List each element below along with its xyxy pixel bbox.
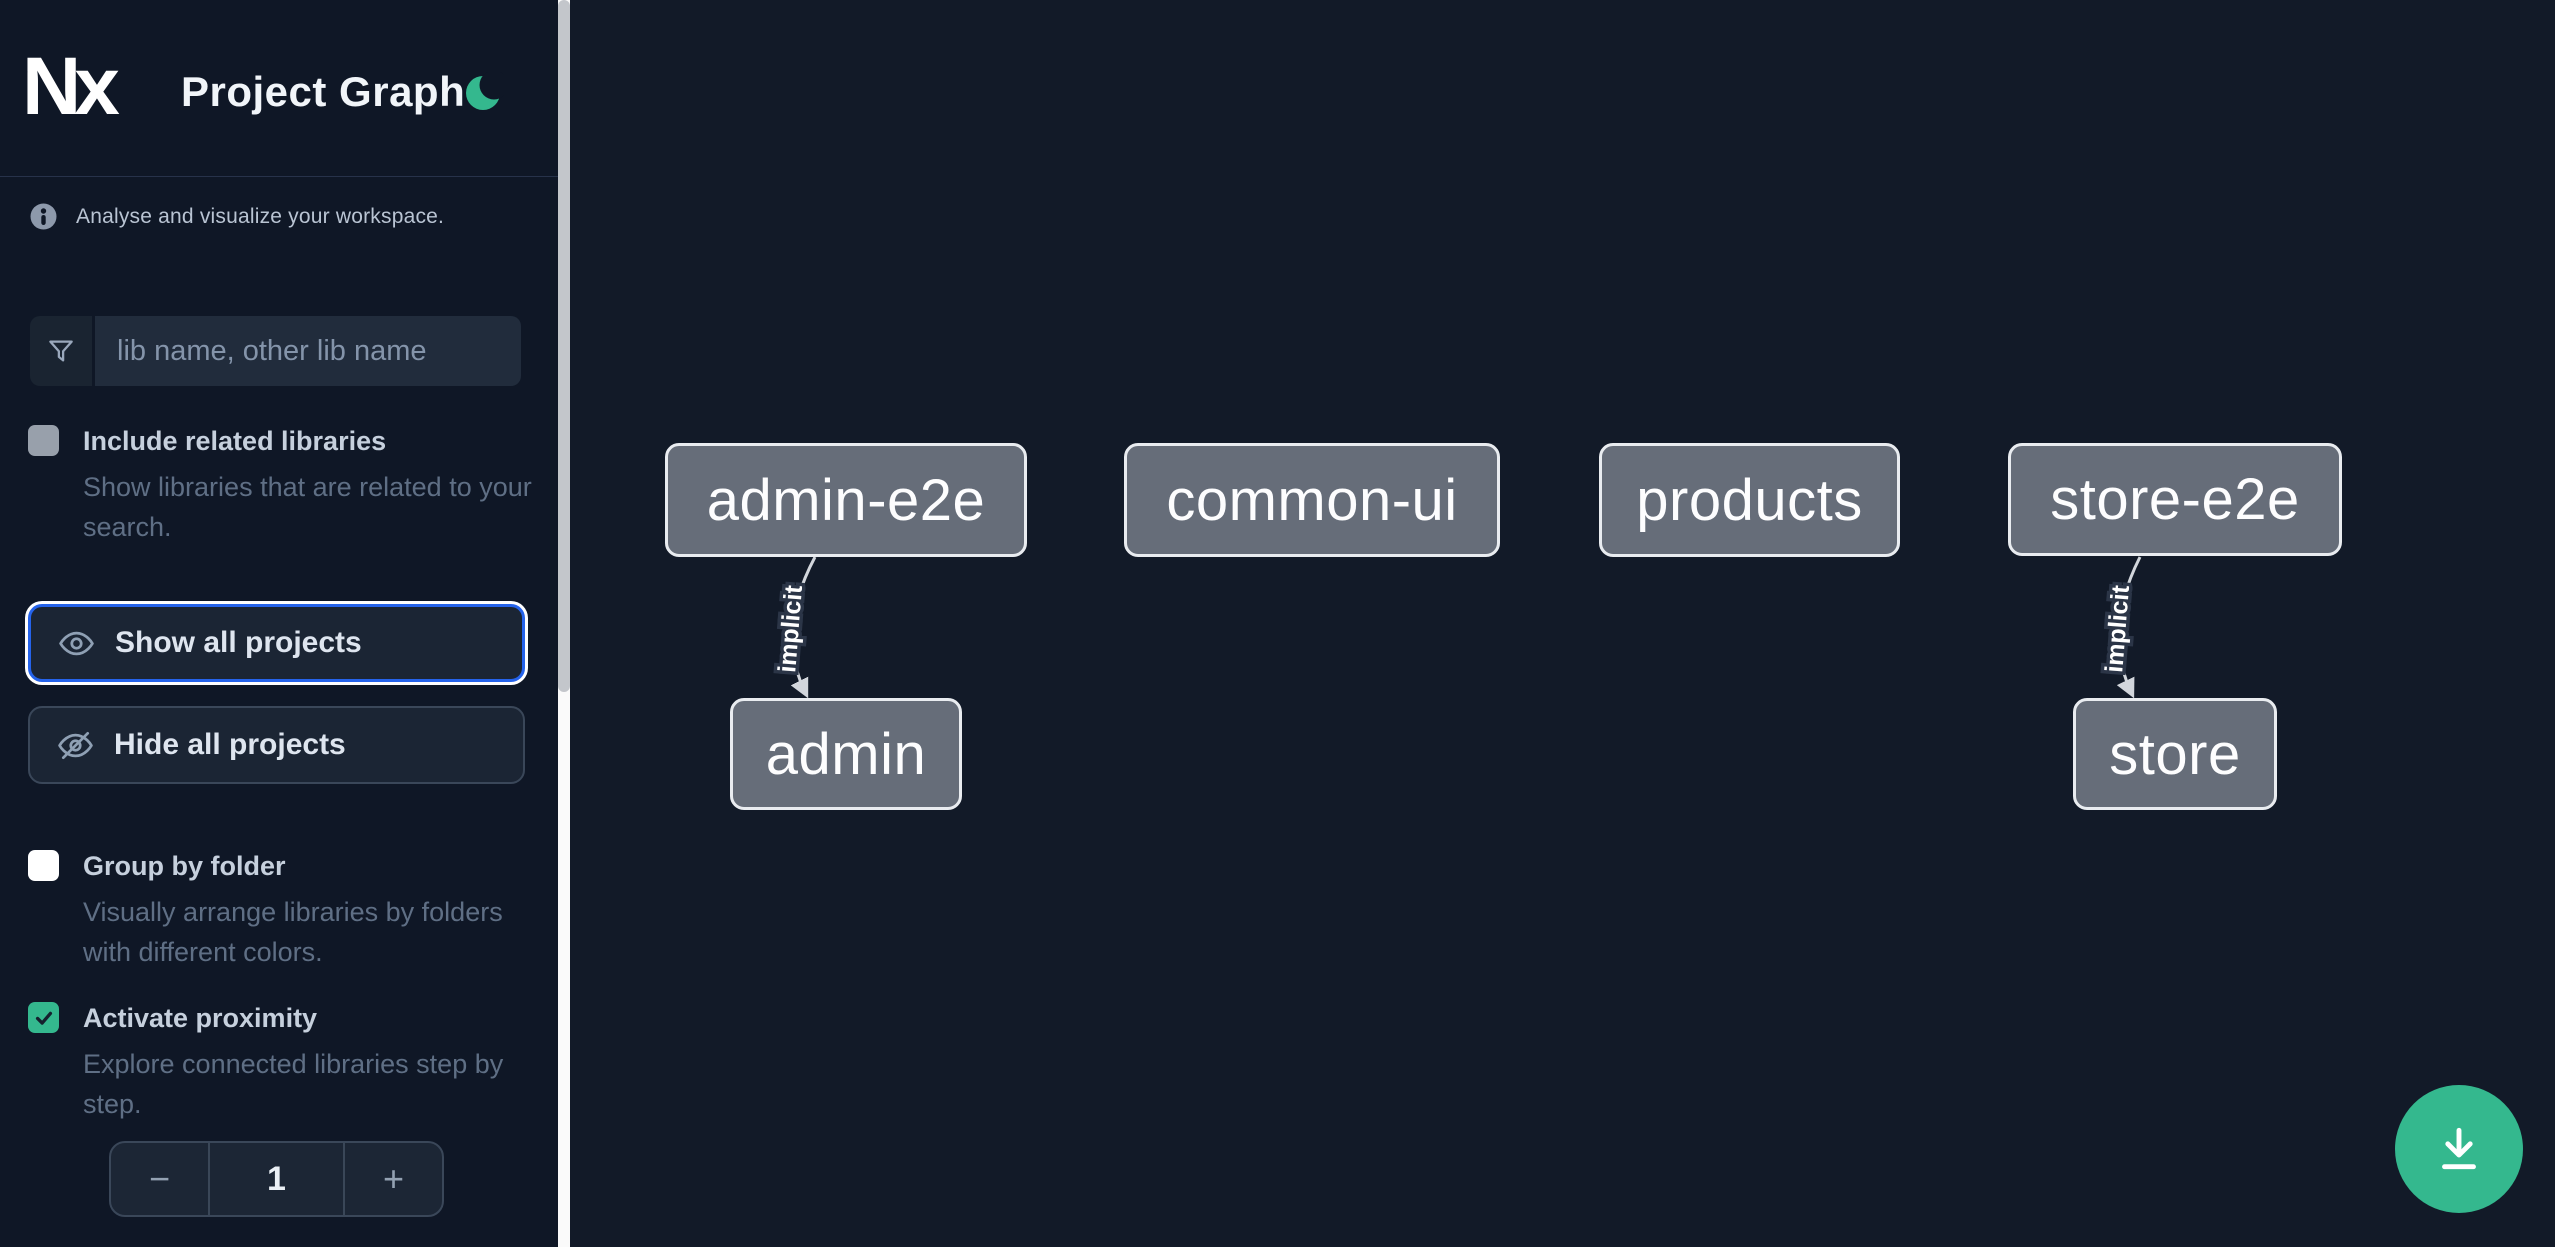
eye-slash-icon (58, 731, 93, 759)
option-description: Show libraries that are related to your … (83, 472, 532, 542)
graph-node-admin[interactable]: admin (730, 698, 962, 810)
nx-logo-icon: Nx (26, 50, 126, 126)
tagline-text: Analyse and visualize your workspace. (76, 204, 445, 228)
graph-node-store-e2e[interactable]: store-e2e (2008, 443, 2342, 556)
checkbox-group-by-folder[interactable] (28, 850, 59, 881)
show-all-projects-label: Show all projects (115, 626, 362, 659)
show-all-projects-button[interactable]: Show all projects (28, 604, 525, 682)
hide-all-projects-button[interactable]: Hide all projects (28, 706, 525, 784)
option-label: Group by folder (83, 851, 286, 881)
info-icon (30, 203, 57, 230)
proximity-depth-stepper: − 1 + (109, 1141, 444, 1217)
option-label: Include related libraries (83, 426, 387, 456)
graph-edges: implicit implicit (770, 556, 2142, 699)
dark-mode-moon-icon[interactable] (464, 72, 504, 112)
option-group-by-folder: Group by folder Visually arrange librari… (28, 849, 528, 972)
hide-all-projects-label: Hide all projects (114, 728, 346, 761)
decrement-button[interactable]: − (111, 1143, 208, 1215)
graph-node-common-ui[interactable]: common-ui (1124, 443, 1500, 557)
eye-icon (59, 631, 94, 655)
page-title: Project Graph (181, 68, 466, 115)
option-label: Activate proximity (83, 1003, 318, 1033)
sidebar-scrollbar-thumb[interactable] (558, 0, 570, 692)
graph-node-store[interactable]: store (2073, 698, 2277, 810)
proximity-depth-value: 1 (208, 1143, 345, 1215)
download-graph-button[interactable] (2395, 1085, 2523, 1213)
sidebar-header: Nx Project Graph (0, 0, 558, 177)
filter-input[interactable] (95, 316, 521, 386)
graph-canvas[interactable]: implicit implicit admin-e2e common-ui prod… (570, 0, 2555, 1247)
sidebar: Nx Project Graph Analyse and visualize y… (0, 0, 558, 1247)
edge-store-e2e-to-store (2116, 556, 2142, 699)
graph-node-products[interactable]: products (1599, 443, 1900, 557)
edge-label-implicit: implicit (2100, 584, 2135, 674)
option-activate-proximity: Activate proximity Explore connected lib… (28, 1001, 528, 1124)
graph-node-admin-e2e[interactable]: admin-e2e (665, 443, 1027, 557)
edge-label-implicit: implicit (773, 584, 808, 674)
download-icon (2442, 1127, 2476, 1170)
checkbox-activate-proximity[interactable] (28, 1002, 59, 1033)
funnel-icon (30, 316, 92, 386)
option-include-related-libraries: Include related libraries Show libraries… (28, 424, 532, 547)
sidebar-scrollbar-track[interactable] (558, 0, 570, 1247)
option-description: Visually arrange libraries by folders wi… (83, 897, 503, 967)
svg-text:Nx: Nx (26, 50, 119, 126)
tagline-row: Analyse and visualize your workspace. (30, 203, 444, 230)
checkbox-include-related-libraries[interactable] (28, 425, 59, 456)
option-description: Explore connected libraries step by step… (83, 1049, 504, 1119)
increment-button[interactable]: + (345, 1143, 442, 1215)
filter-bar (30, 316, 521, 386)
edge-admin-e2e-to-admin (790, 556, 817, 699)
